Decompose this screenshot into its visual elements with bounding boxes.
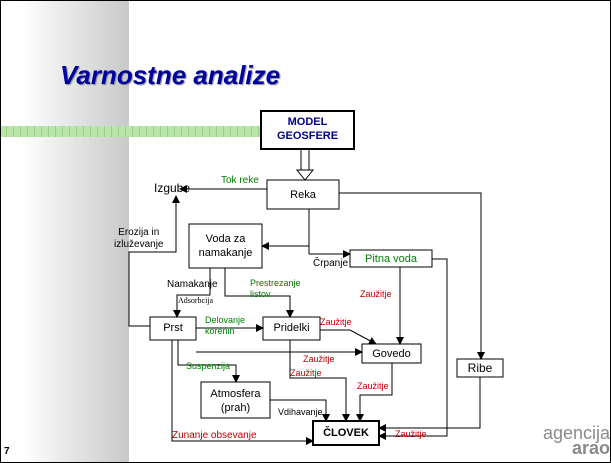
model-line1: MODEL	[287, 116, 328, 128]
label-adsorbcija: Adsorbcija	[178, 296, 214, 305]
atmosfera-line1: Atmosfera	[210, 388, 261, 400]
voda-line2: namakanje	[198, 247, 253, 259]
model-geosfere-box	[260, 110, 355, 150]
node-clovek: ČLOVEK	[323, 427, 369, 439]
prst-to-atmosfera-arrow	[177, 340, 240, 383]
node-prst: Prst	[163, 322, 183, 334]
erozija-line2: izluževanje	[114, 239, 164, 250]
label-zauzitje-govedo-2: Zaužitje	[290, 368, 322, 378]
prestrezanje-to-pridelki-arrow	[224, 268, 294, 318]
node-ribe: Ribe	[467, 361, 493, 375]
prst-to-izgube-arrow	[128, 195, 180, 327]
slide-title: Varnostne analize	[60, 60, 281, 90]
pitna-voda-to-clovek-arrow	[378, 258, 448, 440]
label-zauzitje-ribe: Zaužitje	[395, 429, 427, 439]
prestrezanje-line2: listov	[250, 289, 271, 299]
delovanje-line2: korenin	[205, 326, 235, 336]
reka-to-ribe-arrow	[339, 192, 485, 360]
voda-line1: Voda za	[205, 233, 246, 245]
ribe-to-clovek-arrow	[378, 377, 481, 432]
label-zauzitje-pridelki: Zaužitje	[320, 317, 352, 327]
label-erozija: Erozija in izluževanje	[114, 227, 163, 251]
label-zunanje-obsevanje: Zunanje obsevanje	[172, 430, 257, 441]
node-izgube: Izgube	[153, 181, 191, 195]
atmosfera-line2: (prah)	[220, 402, 251, 414]
delovanje-line1: Delovanje	[205, 315, 246, 325]
label-delovanje: Delovanje korenin	[205, 315, 245, 337]
slide-number: 7	[4, 446, 10, 457]
title-underline-stripe	[0, 126, 260, 137]
node-govedo: Govedo	[372, 348, 411, 360]
model-to-reka-arrow	[295, 149, 315, 181]
prestrezanje-line1: Prestrezanje	[250, 278, 301, 288]
label-zauzitje-govedo-1: Zaužitje	[303, 354, 335, 364]
model-line2: GEOSFERE	[276, 130, 339, 142]
pridelki-to-govedo-arrow	[320, 329, 377, 345]
pridelki-to-clovek-arrow	[289, 340, 350, 422]
atmosfera-box	[200, 381, 271, 419]
label-suspenzija: Suspenzija	[186, 361, 231, 371]
atmosfera-to-clovek-arrow	[270, 399, 330, 422]
label-namakanje: Namakanje	[167, 279, 218, 290]
left-gradient-bar	[22, 0, 129, 463]
node-pitna-voda: Pitna voda	[365, 253, 417, 265]
reka-box	[266, 179, 340, 210]
label-crpanje: Črpanje	[313, 258, 349, 269]
label-vdihavanje: Vdihavanje	[278, 407, 323, 417]
voda-za-namakanje-box	[188, 223, 263, 269]
namakanje-to-prst-arrow	[173, 268, 211, 318]
label-zauzitje-govedo-3: Zaužitje	[357, 381, 389, 391]
erozija-line1: Erozija in	[118, 227, 160, 238]
prst-to-clovek-arrow	[171, 340, 314, 445]
node-voda-za-namakanje: Voda za namakanje	[189, 232, 262, 260]
label-tok-reke: Tok reke	[221, 175, 259, 186]
label-prestrezanje: Prestrezanje listov	[250, 278, 301, 300]
node-atmosfera: Atmosfera (prah)	[201, 387, 270, 415]
logo-line2: arao	[571, 438, 610, 458]
node-pridelki: Pridelki	[273, 322, 310, 334]
govedo-to-clovek-arrow	[356, 363, 393, 422]
node-model-geosfere: MODEL GEOSFERE	[261, 115, 354, 143]
label-zauzitje-pitna: Zaužitje	[360, 289, 392, 299]
node-reka: Reka	[290, 189, 316, 201]
agencija-arao-logo: agencija arao	[540, 423, 610, 458]
logo-line1: agencija	[542, 423, 610, 443]
